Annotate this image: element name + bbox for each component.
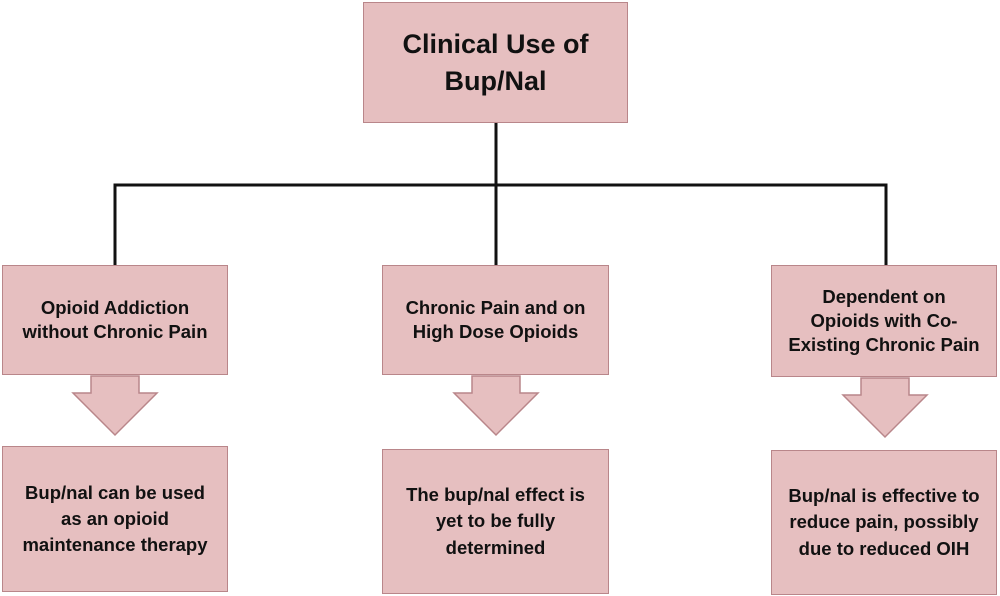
outcome-label: The bup/nal effect is yet to be fully de…: [406, 484, 585, 558]
outcome-node-maintenance-therapy: Bup/nal can be used as an opioid mainten…: [2, 446, 228, 592]
category-node-opioid-addiction: Opioid Addiction without Chronic Pain: [2, 265, 228, 375]
outcome-node-reduces-pain: Bup/nal is effective to reduce pain, pos…: [771, 450, 997, 595]
root-label: Clinical Use of Bup/Nal: [402, 29, 589, 96]
category-label: Opioid Addiction without Chronic Pain: [22, 296, 208, 342]
root-node: Clinical Use of Bup/Nal: [363, 2, 628, 123]
down-arrow-icon: [841, 377, 929, 439]
outcome-label: Bup/nal can be used as an opioid mainten…: [22, 481, 208, 556]
category-node-dependent-with-chronic-pain: Dependent on Opioids with Co-Existing Ch…: [771, 265, 997, 377]
down-arrow-icon: [71, 375, 159, 437]
category-label: Chronic Pain and on High Dose Opioids: [405, 296, 586, 342]
outcome-label: Bup/nal is effective to reduce pain, pos…: [788, 485, 980, 559]
down-arrow-icon: [452, 375, 540, 437]
category-label: Dependent on Opioids with Co-Existing Ch…: [788, 285, 980, 356]
outcome-node-effect-undetermined: The bup/nal effect is yet to be fully de…: [382, 449, 609, 594]
category-node-chronic-pain-high-dose: Chronic Pain and on High Dose Opioids: [382, 265, 609, 375]
